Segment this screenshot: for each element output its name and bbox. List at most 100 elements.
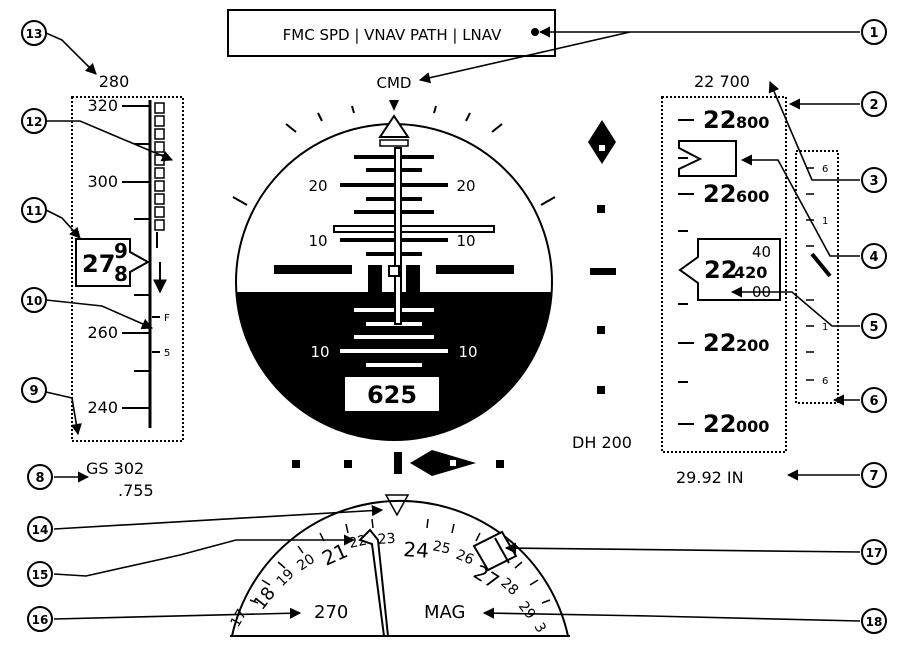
- svg-text:14: 14: [32, 523, 49, 537]
- compass-label-17: 17: [228, 607, 251, 630]
- compass-label-25: 25: [431, 538, 452, 557]
- speed-ticks: [122, 105, 150, 409]
- speed-label-300: 300: [87, 172, 118, 191]
- callout-11: 11: [21, 197, 47, 223]
- svg-text:8: 8: [35, 471, 44, 486]
- decision-height: DH 200: [572, 433, 632, 452]
- alt-label-22600-big: 22: [703, 180, 736, 208]
- callout-15: 15: [27, 561, 53, 587]
- compass-label-3: 3: [531, 620, 549, 636]
- pitch-label-right-10: 10: [456, 232, 475, 250]
- compass-label-18: 18: [249, 583, 280, 614]
- radio-altitude: 625: [367, 381, 417, 409]
- sky-pointer: [378, 114, 410, 138]
- alt-label-22600-small: 600: [736, 187, 769, 206]
- ground-speed: GS 302: [86, 459, 144, 478]
- speed-tape: 280 320 300 260 240: [71, 72, 184, 500]
- svg-text:4: 4: [869, 250, 878, 265]
- fma-text: FMC SPD | VNAV PATH | LNAV: [283, 26, 502, 44]
- alt-label-22200-small: 200: [736, 336, 769, 355]
- altitude-ticks: [678, 119, 694, 425]
- altitude-readout-box: [678, 238, 781, 301]
- svg-text:13: 13: [26, 27, 43, 41]
- heading-pointer: [384, 494, 410, 517]
- selected-altitude: 22 700: [694, 72, 750, 91]
- altitude-bug: [678, 140, 737, 177]
- speed-label-240: 240: [87, 398, 118, 417]
- flight-director-vertical-bar: [394, 147, 402, 325]
- vertical-speed-indicator: 6 1 1 6: [795, 150, 839, 404]
- radio-altitude-box: [343, 375, 441, 413]
- svg-text:5: 5: [869, 320, 878, 335]
- pitch-label-left-20: 20: [308, 177, 327, 195]
- heading-bug: [472, 530, 518, 572]
- compass-label-20: 20: [294, 551, 318, 574]
- bank-scale: [232, 105, 556, 206]
- callout-4: 4: [861, 243, 887, 269]
- svg-text:1: 1: [869, 26, 878, 41]
- flight-mode-annunciator: FMC SPD | VNAV PATH | LNAV CMD: [227, 9, 556, 92]
- altitude-readout-drum-top: 40: [752, 243, 771, 261]
- localizer-indicator: [292, 450, 504, 476]
- vsi-frame: [795, 150, 839, 404]
- svg-text:17: 17: [866, 546, 883, 560]
- speed-readout-tens: 27: [82, 250, 115, 278]
- speed-label-260: 260: [87, 323, 118, 342]
- callout-18: 18: [861, 608, 887, 634]
- callout-5: 5: [861, 313, 887, 339]
- flap-mark-f: F: [164, 313, 170, 324]
- fma-dot: [531, 28, 539, 36]
- pitch-label-right-20: 20: [456, 177, 475, 195]
- mach-number: .755: [118, 481, 154, 500]
- svg-text:2: 2: [869, 98, 878, 113]
- barometric-setting: 29.92 IN: [676, 468, 744, 487]
- attitude-indicator: 20 20 10 10 10 10 625: [232, 100, 556, 441]
- glideslope-diamond: [588, 120, 616, 164]
- alt-label-22800-small: 800: [736, 113, 769, 132]
- heading-reference: MAG: [424, 602, 465, 623]
- svg-text:7: 7: [869, 469, 878, 484]
- altitude-readout-big: 22: [704, 256, 737, 284]
- selected-speed: 280: [99, 72, 130, 91]
- callout-6: 6: [861, 387, 887, 413]
- callout-9: 9: [21, 377, 47, 403]
- svg-text:11: 11: [26, 204, 43, 218]
- svg-text:9: 9: [29, 384, 38, 399]
- localizer-center-bar: [394, 452, 402, 474]
- glideslope-diamond-center: [599, 145, 605, 151]
- compass-label-23: 23: [377, 531, 396, 548]
- callout-16: 16: [27, 606, 53, 632]
- callout-3: 3: [861, 167, 887, 193]
- compass-label-21: 21: [318, 538, 351, 570]
- pitch-ladder-ground: [340, 308, 448, 367]
- glideslope-indicator: [588, 120, 616, 394]
- vsi-label-bottom-1: 1: [822, 322, 828, 333]
- slip-indicator: [379, 139, 409, 147]
- svg-text:12: 12: [26, 115, 43, 129]
- compass-arc: [231, 499, 569, 637]
- svg-text:15: 15: [32, 568, 49, 582]
- svg-text:16: 16: [32, 613, 49, 627]
- altitude-readout-small: 420: [734, 263, 767, 282]
- svg-text:6: 6: [869, 394, 878, 409]
- alt-label-22000-small: 000: [736, 417, 769, 436]
- speed-readout-drum-top: 9: [114, 239, 128, 263]
- track-pointer: [358, 528, 390, 637]
- glideslope-center-bar: [590, 268, 616, 275]
- callout-8: 8: [27, 464, 53, 490]
- flight-director-bar: [333, 225, 495, 233]
- callout-leaders: [45, 26, 861, 622]
- bank-pointer: [389, 100, 399, 111]
- selected-heading: 270: [314, 602, 348, 623]
- pitch-label-left-10: 10: [308, 232, 327, 250]
- svg-text:10: 10: [26, 294, 43, 308]
- autopilot-mode: CMD: [377, 74, 412, 92]
- svg-text:3: 3: [869, 174, 878, 189]
- pitch-label-left-minus-10: 10: [310, 343, 329, 361]
- callout-1: 1: [861, 19, 887, 45]
- callout-7: 7: [861, 462, 887, 488]
- compass-label-24: 24: [403, 537, 430, 563]
- altitude-tape: 22 700 22 800 22 600 22 200 22 000 22 42…: [661, 72, 787, 487]
- speed-label-320: 320: [87, 96, 118, 115]
